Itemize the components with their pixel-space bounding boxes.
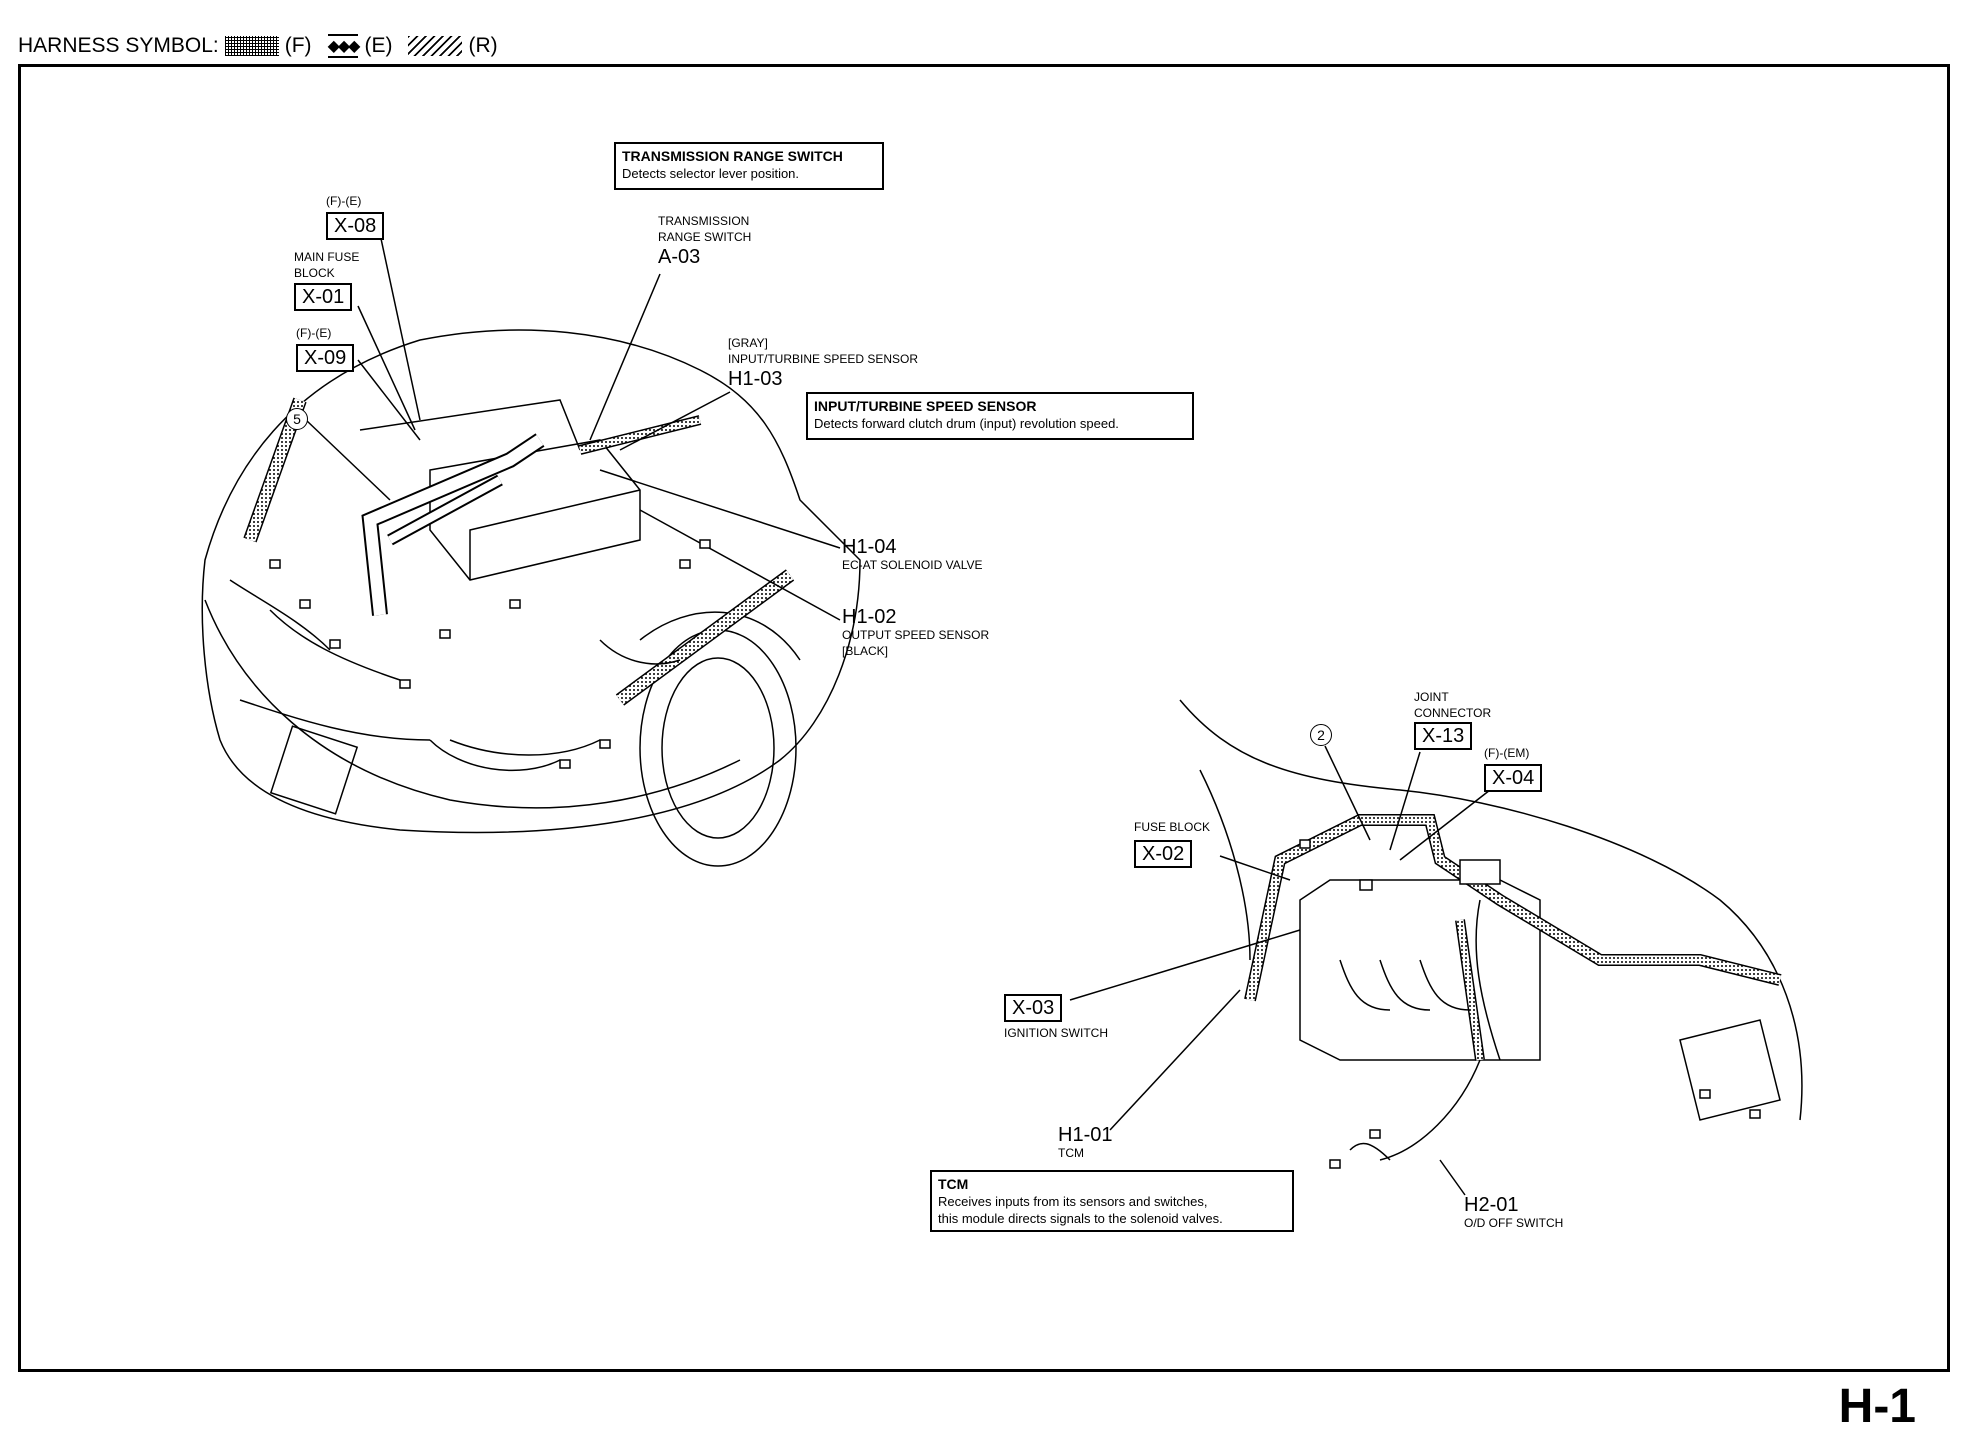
x03-label: IGNITION SWITCH bbox=[1004, 1026, 1108, 1040]
info-box-heading: INPUT/TURBINE SPEED SENSOR bbox=[814, 398, 1037, 414]
info-box-body: Detects selector lever position. bbox=[622, 166, 800, 181]
h103-label-line1: [GRAY] bbox=[728, 336, 768, 350]
harness-f-symbol-icon bbox=[224, 36, 279, 56]
connector-x04[interactable]: X-04 bbox=[1484, 764, 1543, 792]
legend-f-label: (F) bbox=[284, 34, 312, 57]
diagram-frame bbox=[18, 64, 1950, 1372]
leader-x04 bbox=[1399, 789, 1491, 861]
legend-e-label: (E) bbox=[364, 34, 393, 57]
connector-x03[interactable]: X-03 bbox=[1004, 994, 1063, 1022]
engine-block bbox=[429, 439, 641, 581]
leader-circle2 bbox=[1324, 745, 1371, 841]
info-box-body: Detects forward clutch drum (input) revo… bbox=[814, 416, 1119, 431]
connector-x01[interactable]: X-01 bbox=[294, 283, 353, 311]
x13-label-line2: CONNECTOR bbox=[1414, 706, 1492, 720]
harness-e-symbol-icon: ◆◆◆ bbox=[327, 34, 360, 58]
connector-a03[interactable]: A-03 bbox=[658, 246, 701, 268]
connector-h104[interactable]: H1-04 bbox=[842, 536, 897, 558]
info-box-body-line2: this module directs signals to the solen… bbox=[938, 1211, 1223, 1226]
leader-x03 bbox=[1069, 929, 1301, 1001]
connector-h103[interactable]: H1-03 bbox=[728, 368, 783, 390]
leader-x01 bbox=[357, 305, 416, 431]
connector-h101[interactable]: H1-01 bbox=[1058, 1124, 1113, 1146]
dash-panel bbox=[1679, 1019, 1781, 1121]
info-box-body-line1: Receives inputs from its sensors and swi… bbox=[938, 1194, 1208, 1209]
a03-label-line1: TRANSMISSION bbox=[658, 214, 750, 228]
x09-note: (F)-(E) bbox=[296, 326, 332, 340]
legend-r-label: (R) bbox=[468, 34, 498, 57]
h102-label-line1: OUTPUT SPEED SENSOR bbox=[842, 628, 990, 642]
transmission-range-switch-info-box: TRANSMISSION RANGE SWITCH Detects select… bbox=[614, 142, 884, 190]
x01-label-line1: MAIN FUSE bbox=[294, 250, 360, 264]
info-box-heading: TCM bbox=[938, 1176, 969, 1192]
leader-h102 bbox=[639, 509, 841, 621]
tcm-info-box: TCM Receives inputs from its sensors and… bbox=[930, 1170, 1294, 1232]
car-bumper bbox=[204, 599, 741, 809]
connector-h102[interactable]: H1-02 bbox=[842, 606, 897, 628]
x04-note: (F)-(EM) bbox=[1484, 746, 1530, 760]
a03-label-line2: RANGE SWITCH bbox=[658, 230, 752, 244]
page-number: H-1 bbox=[1838, 1380, 1916, 1433]
circled-number-5: 5 bbox=[286, 408, 308, 430]
h101-label: TCM bbox=[1058, 1146, 1084, 1160]
steering-column bbox=[1299, 879, 1541, 1061]
connector-x09[interactable]: X-09 bbox=[296, 344, 355, 372]
leader-x02 bbox=[1219, 855, 1291, 881]
connector-h201[interactable]: H2-01 bbox=[1464, 1194, 1519, 1216]
leader-x09 bbox=[357, 359, 421, 441]
leader-h101 bbox=[1109, 989, 1241, 1131]
x01-label-line2: BLOCK bbox=[294, 266, 335, 280]
info-box-heading: TRANSMISSION RANGE SWITCH bbox=[622, 148, 843, 164]
h201-label: O/D OFF SWITCH bbox=[1464, 1216, 1564, 1230]
legend-title: HARNESS SYMBOL: bbox=[18, 34, 219, 57]
interior-outline bbox=[1179, 699, 1803, 1121]
x08-note: (F)-(E) bbox=[326, 194, 362, 208]
leader-x13 bbox=[1389, 751, 1421, 851]
x02-label: FUSE BLOCK bbox=[1134, 820, 1211, 834]
h104-label: EC-AT SOLENOID VALVE bbox=[842, 558, 983, 572]
leader-h201 bbox=[1439, 1159, 1466, 1196]
leader-a03 bbox=[589, 273, 661, 441]
h103-label-line2: INPUT/TURBINE SPEED SENSOR bbox=[728, 352, 919, 366]
input-turbine-speed-sensor-info-box: INPUT/TURBINE SPEED SENSOR Detects forwa… bbox=[806, 392, 1194, 440]
leader-h104 bbox=[599, 469, 841, 549]
leader-h103 bbox=[619, 391, 731, 451]
license-plate bbox=[269, 725, 359, 815]
car-body-outline bbox=[201, 329, 861, 834]
leader-circle5 bbox=[305, 419, 391, 501]
connector-x02[interactable]: X-02 bbox=[1134, 840, 1193, 868]
connector-x08[interactable]: X-08 bbox=[326, 212, 385, 240]
x13-label-line1: JOINT bbox=[1414, 690, 1449, 704]
harness-r-symbol-icon bbox=[408, 36, 463, 56]
circled-number-2: 2 bbox=[1310, 724, 1332, 746]
harness-symbol-legend: HARNESS SYMBOL: (F) ◆◆◆ (E) (R) bbox=[18, 34, 498, 58]
leader-x08 bbox=[379, 233, 421, 421]
connector-x13[interactable]: X-13 bbox=[1414, 722, 1473, 750]
h102-label-line2: [BLACK] bbox=[842, 644, 889, 658]
